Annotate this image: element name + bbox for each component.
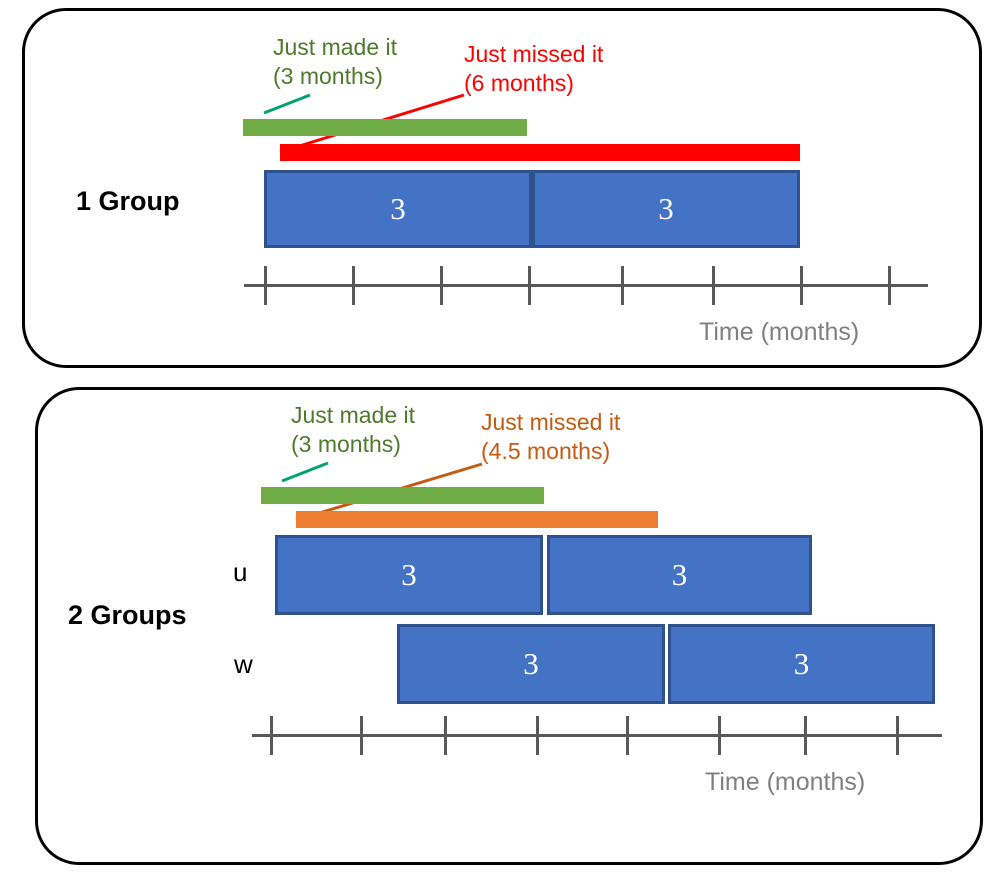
axis-tick [718, 716, 721, 755]
axis-tick [536, 716, 539, 755]
task-box: 3 [264, 170, 532, 248]
annotation-line1: Just missed it [481, 409, 621, 435]
axis-tick [626, 716, 629, 755]
time-axis-panel-two [252, 716, 952, 756]
just-missed-it-bar-1 [280, 144, 800, 161]
axis-tick [804, 716, 807, 755]
annotation-line2: (4.5 months) [481, 438, 611, 465]
annotation-line2: (3 months) [291, 431, 401, 458]
row-label-w: w [234, 649, 253, 679]
axis-tick [888, 266, 891, 305]
axis-tick [352, 266, 355, 305]
annotation-just-missed-it-1: Just missed it (6 months) [464, 40, 603, 99]
task-box: 3 [275, 535, 543, 615]
annotation-line2: (6 months) [464, 70, 574, 97]
task-box: 3 [547, 535, 812, 615]
axis-tick [360, 716, 363, 755]
axis-tick [264, 266, 267, 305]
group-label-one: 1 Group [76, 186, 180, 216]
just-made-it-bar-1 [243, 119, 527, 136]
axis-tick [270, 716, 273, 755]
group-label-two: 2 Groups [68, 600, 187, 630]
annotation-just-made-it-2: Just made it (3 months) [291, 401, 415, 460]
annotation-line2: (3 months) [273, 63, 383, 90]
annotation-line1: Just made it [291, 402, 415, 428]
axis-tick [444, 716, 447, 755]
annotation-line1: Just missed it [464, 41, 604, 67]
row-label-u: u [233, 557, 248, 587]
task-box: 3 [397, 624, 665, 704]
axis-tick [712, 266, 715, 305]
axis-tick [528, 266, 531, 305]
time-axis-panel-one [244, 266, 934, 306]
axis-line [252, 734, 942, 737]
annotation-line1: Just made it [273, 34, 397, 60]
annotation-just-made-it-1: Just made it (3 months) [273, 33, 397, 92]
just-made-it-bar-2 [261, 487, 544, 504]
just-missed-it-bar-2 [296, 511, 658, 528]
task-box: 3 [668, 624, 935, 704]
axis-tick [800, 266, 803, 305]
axis-caption-panel-one: Time (months) [699, 318, 860, 346]
task-box: 3 [532, 170, 800, 248]
axis-tick [621, 266, 624, 305]
axis-line [244, 284, 928, 287]
annotation-just-missed-it-2: Just missed it (4.5 months) [481, 408, 620, 467]
axis-tick [896, 716, 899, 755]
axis-caption-panel-two: Time (months) [705, 768, 866, 796]
axis-tick [440, 266, 443, 305]
